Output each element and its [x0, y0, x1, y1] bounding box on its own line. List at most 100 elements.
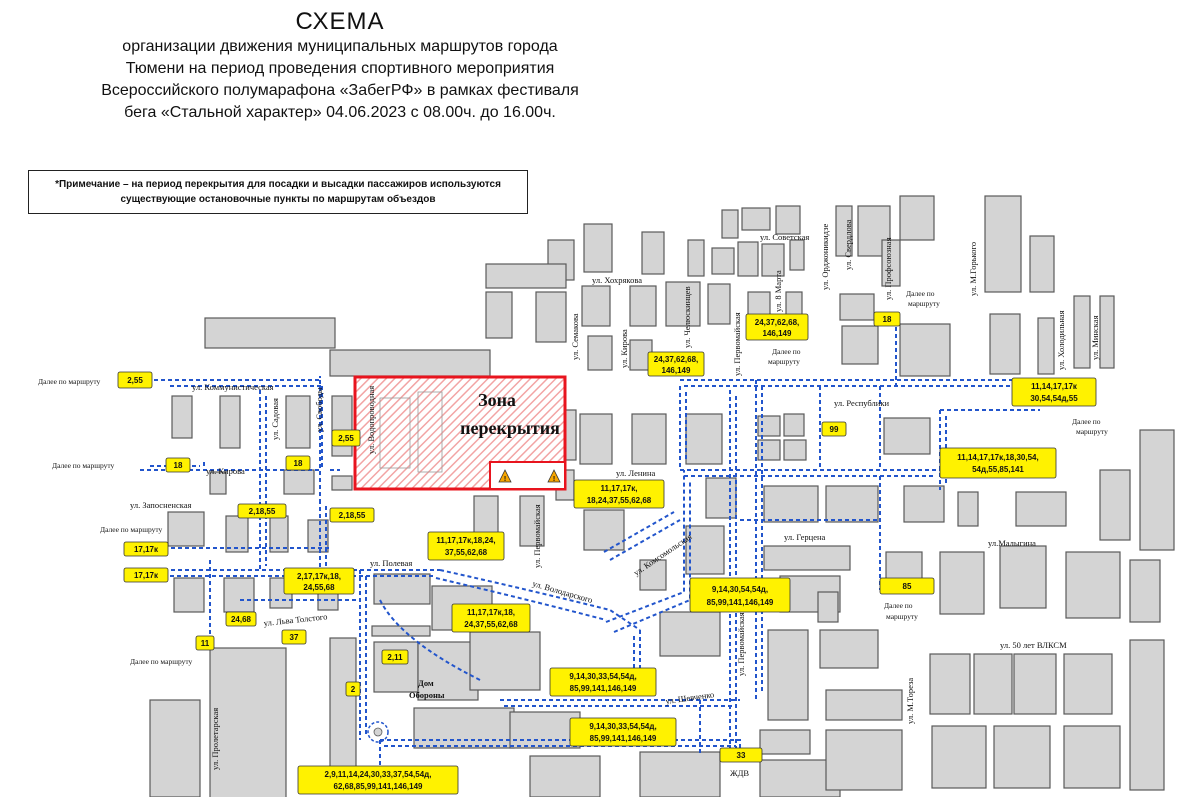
street-pervomaiskaya-north: ул. Первомайская [732, 312, 742, 376]
svg-text:85,99,141,146,149: 85,99,141,146,149 [590, 734, 657, 743]
street-gertsena: ул. Герцена [784, 532, 826, 542]
warning-sign-icon: ! [498, 469, 512, 483]
street-kirova-west: ул. Кирова [206, 466, 245, 476]
svg-text:2,11: 2,11 [387, 653, 403, 662]
street-kommunisticheskaya: ул. Коммунистическая [192, 382, 274, 392]
street-semakova: ул. Семакова [570, 313, 580, 360]
svg-text:18: 18 [294, 459, 303, 468]
street-vodoprovodnaya: ул. Водопроводная [366, 386, 376, 454]
route-badge: 2,11 [381, 649, 409, 665]
route-badge: 2 [345, 681, 361, 697]
svg-text:11,14,17,17к,18,30,54,: 11,14,17,17к,18,30,54, [957, 453, 1038, 462]
street-lenina: ул. Ленина [616, 468, 655, 478]
street-shevchenko: ул. Шевченко [665, 689, 715, 706]
svg-text:30,54,54д,55: 30,54,54д,55 [1030, 394, 1078, 403]
svg-text:2,55: 2,55 [127, 376, 143, 385]
street-50-let-vlksm: ул. 50 лет ВЛКСМ [1000, 640, 1067, 650]
further-label-west-2: Далее по маршруту [52, 461, 115, 470]
detour-routes [140, 320, 1060, 790]
svg-text:11: 11 [201, 639, 210, 648]
route-badge: 11,17,17к,18,24, 37,55,62,68 [427, 531, 505, 561]
street-svobody: ул. Свободы [314, 387, 324, 432]
route-badge: 11,14,17,17к,18,30,54,54д,55,85,141 [939, 447, 1057, 479]
street-m-gorkogo: ул. М.Горького [968, 242, 978, 296]
street-pervomaiskaya-center: ул. Первомайская [532, 504, 542, 568]
street-respubliki: ул. Республики [834, 398, 889, 408]
street-8-marta: ул. 8 Марта [773, 270, 783, 312]
street-profsoyuznaya: ул. Профсоюзная [883, 237, 893, 300]
svg-text:85: 85 [903, 582, 912, 591]
street-proletarskaya: ул. Пролетарская [210, 708, 220, 770]
route-badge: 9,14,30,54,54д,85,99,141,146,149 [689, 577, 791, 613]
street-m-toreza: ул. М.Тореза [905, 678, 915, 724]
route-badge: 2,17,17к,18,24,55,68 [283, 567, 355, 595]
svg-text:18,24,37,55,62,68: 18,24,37,55,62,68 [587, 496, 652, 505]
svg-text:11,14,17,17к: 11,14,17,17к [1031, 382, 1078, 391]
route-badge: 18 [165, 457, 191, 473]
svg-text:62,68,85,99,141,146,149: 62,68,85,99,141,146,149 [334, 782, 424, 791]
street-chelyuskintsev: ул. Челюскинцев [682, 286, 692, 348]
route-badge: 17,17к [123, 541, 169, 557]
dom-oborony-label-1: Дом [418, 678, 434, 688]
route-badge: 2,9,11,14,24,30,33,37,54,54д,62,68,85,99… [297, 765, 459, 795]
route-badge: 2,55 [117, 371, 153, 389]
svg-text:!: ! [504, 476, 506, 483]
street-kholodilnaya: ул. Холодильная [1056, 310, 1066, 370]
closure-zone: ! ! Зона перекрытия [353, 375, 567, 491]
svg-text:37,55,62,68: 37,55,62,68 [445, 548, 488, 557]
further-label-north-a: Далее по [772, 347, 801, 356]
route-badge: 99 [821, 421, 847, 437]
svg-text:146,149: 146,149 [763, 329, 792, 338]
street-zaponsnaya: ул. Запосненская [130, 500, 191, 510]
street-ordzhonikidze: ул. Орджоникидзе [820, 224, 830, 290]
street-minskaya: ул. Минская [1090, 315, 1100, 360]
street-kirova: ул. Кирова [619, 329, 629, 368]
svg-text:2: 2 [351, 685, 356, 694]
city-blocks [149, 195, 1175, 797]
route-badge: 11,17,17к,18,24,37,55,62,68 [451, 603, 531, 633]
svg-text:!: ! [553, 476, 555, 483]
route-badge: 2,18,55 [237, 503, 287, 519]
route-badge: 2,55 [331, 429, 361, 447]
svg-text:11,17,17к,18,: 11,17,17к,18, [467, 608, 515, 617]
further-label-ne-b: маршруту [908, 299, 940, 308]
route-badge: 11,17,17к, 18,24,37,55,62,68 [573, 479, 665, 509]
further-label-east-b: маршруту [1076, 427, 1108, 436]
street-pervomaiskaya-south: ул. Первомайская [736, 612, 746, 676]
route-badge: 18 [285, 455, 311, 471]
svg-text:9,14,30,33,54,54д,: 9,14,30,33,54,54д, [569, 672, 636, 681]
further-label-south-b: маршруту [886, 612, 918, 621]
further-label-west-1: Далее по маршруту [38, 377, 101, 386]
street-malygina: ул.Малыгина [988, 538, 1036, 548]
street-khokhryakova: ул. Хохрякова [592, 275, 642, 285]
map-subtitle-line-1: организации движения муниципальных маршр… [122, 38, 558, 55]
svg-text:9,14,30,54,54д,: 9,14,30,54,54д, [712, 585, 768, 594]
svg-text:11,17,17к,: 11,17,17к, [601, 484, 638, 493]
svg-text:146,149: 146,149 [662, 366, 691, 375]
svg-text:18: 18 [174, 461, 183, 470]
route-badge: 37 [281, 629, 307, 645]
further-label-ne-a: Далее по [906, 289, 935, 298]
zone-label-line-2: перекрытия [460, 418, 560, 438]
further-label-east-a: Далее по [1072, 417, 1101, 426]
map-subtitle-line-4: бега «Стальной характер» 04.06.2023 с 08… [124, 104, 556, 121]
svg-text:2,55: 2,55 [338, 434, 354, 443]
street-polevaya: ул. Полевая [370, 558, 412, 568]
map-title: СХЕМА [295, 8, 385, 35]
further-label-north-b: маршруту [768, 357, 800, 366]
map-subtitle-line-2: Тюмени на период проведения спортивного … [125, 60, 555, 77]
svg-text:2,18,55: 2,18,55 [339, 511, 366, 520]
route-badge: 24,37,62,68, 146,149 [745, 313, 809, 341]
map-title-block: СХЕМА организации движения муниципальных… [40, 8, 640, 124]
svg-text:37: 37 [290, 633, 299, 642]
svg-text:18: 18 [883, 315, 892, 324]
svg-text:24,37,62,68,: 24,37,62,68, [755, 318, 799, 327]
further-labels: Далее по маршруту Далее по маршруту Дале… [38, 289, 1108, 666]
svg-text:17,17к: 17,17к [134, 545, 159, 554]
svg-text:11,17,17к,18,24,: 11,17,17к,18,24, [436, 536, 495, 545]
svg-text:2,18,55: 2,18,55 [249, 507, 276, 516]
svg-text:24,68: 24,68 [231, 615, 252, 624]
svg-text:2,17,17к,18,: 2,17,17к,18, [297, 572, 341, 581]
street-sverdlova: ул. Свердлова [843, 219, 853, 270]
